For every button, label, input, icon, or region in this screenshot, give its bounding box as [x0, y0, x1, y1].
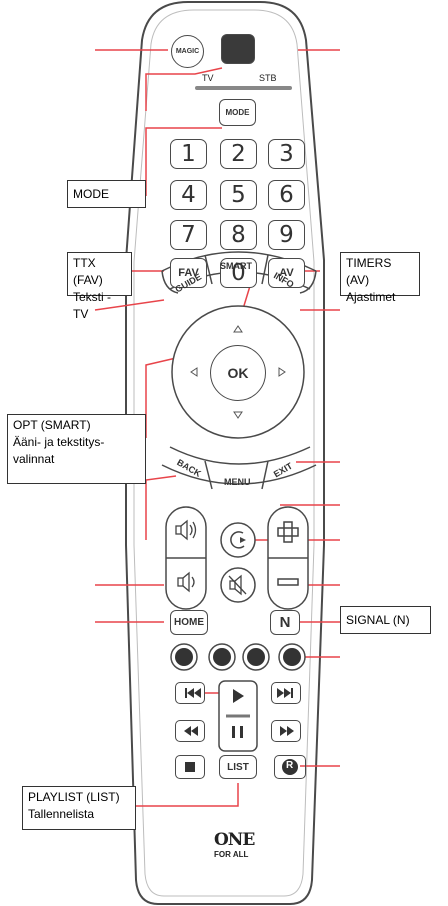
callout-timers-title: TIMERS (AV)	[346, 256, 392, 287]
av-button[interactable]: AV	[268, 258, 305, 288]
play-icon	[233, 689, 244, 703]
skip-back-button[interactable]	[175, 682, 205, 704]
skip-forward-icon	[277, 688, 293, 698]
record-button[interactable]	[274, 755, 306, 779]
stb-label: STB	[259, 73, 277, 83]
callout-timers: TIMERS (AV) Ajastimet	[340, 252, 420, 304]
plus-icon	[277, 521, 299, 543]
dpad-down-icon	[233, 411, 243, 419]
brand-logo-line2: FOR ALL	[214, 850, 249, 859]
digit-2-button[interactable]: 2	[220, 139, 257, 169]
digit-0-button[interactable]: 0	[220, 258, 257, 288]
callout-playlist: PLAYLIST (LIST) Tallennelista	[22, 786, 136, 830]
callout-signal-text: SIGNAL (N)	[346, 613, 410, 627]
callout-opt: OPT (SMART) Ääni- ja tekstitys- valinnat	[7, 414, 146, 484]
volume-up-icon	[175, 519, 197, 541]
yellow-button	[247, 648, 265, 666]
callout-ttx: TTX (FAV) Teksti -TV	[67, 252, 132, 321]
digit-6-button[interactable]: 6	[268, 180, 305, 210]
callout-playlist-title: PLAYLIST (LIST)	[28, 790, 120, 804]
callout-opt-desc2: valinnat	[13, 452, 55, 466]
rewind-button[interactable]	[175, 720, 205, 742]
tv-label: TV	[202, 73, 214, 83]
smart-button[interactable]: SMART	[220, 261, 252, 271]
callout-opt-desc1: Ääni- ja tekstitys-	[13, 435, 105, 449]
stop-icon	[185, 762, 195, 772]
brand-logo-line1: ONE	[214, 830, 255, 850]
home-button[interactable]: HOME	[170, 610, 208, 635]
digit-7-button[interactable]: 7	[170, 220, 207, 250]
dpad-left-icon	[190, 367, 198, 377]
n-button[interactable]: N	[270, 610, 300, 635]
fast-forward-button[interactable]	[271, 720, 301, 742]
magic-button[interactable]: MAGIC	[171, 35, 204, 68]
callout-mode: MODE	[67, 180, 146, 208]
mute-icon	[228, 574, 247, 596]
menu-button[interactable]: MENU	[224, 477, 251, 487]
skip-forward-button[interactable]	[271, 682, 301, 704]
digit-5-button[interactable]: 5	[220, 180, 257, 210]
record-letter: R	[286, 760, 294, 771]
dpad-right-icon	[278, 367, 286, 377]
mode-button[interactable]: MODE	[219, 99, 256, 126]
recall-icon	[230, 531, 245, 549]
tv-button[interactable]	[221, 34, 255, 64]
remote-inner-edge	[133, 9, 315, 897]
rewind-icon	[184, 726, 198, 736]
green-button	[213, 648, 231, 666]
digit-3-button[interactable]: 3	[268, 139, 305, 169]
fast-forward-icon	[280, 726, 294, 736]
callout-signal: SIGNAL (N)	[340, 606, 431, 634]
lower-arc-group	[161, 446, 317, 490]
callout-playlist-desc: Tallennelista	[28, 807, 95, 821]
power-icon	[273, 43, 295, 61]
digit-1-button[interactable]: 1	[170, 139, 207, 169]
color-buttons	[170, 643, 306, 671]
digit-8-button[interactable]: 8	[220, 220, 257, 250]
volume-down-icon	[177, 571, 195, 593]
dpad-up-icon	[233, 325, 243, 333]
stop-button[interactable]	[175, 755, 205, 779]
digit-9-button[interactable]: 9	[268, 220, 305, 250]
last-channel-button	[220, 522, 256, 558]
minus-icon	[277, 578, 299, 586]
digit-4-button[interactable]: 4	[170, 180, 207, 210]
pause-icon	[232, 726, 243, 738]
callout-ttx-title: TTX (FAV)	[73, 256, 103, 287]
callout-ttx-desc: Teksti -TV	[73, 290, 112, 321]
blue-button	[283, 648, 301, 666]
skip-back-icon	[185, 688, 201, 698]
callout-opt-title: OPT (SMART)	[13, 418, 91, 432]
callout-mode-text: MODE	[73, 187, 109, 201]
ok-button[interactable]: OK	[210, 345, 266, 401]
fav-button[interactable]: FAV	[170, 258, 207, 288]
record-icon	[282, 759, 298, 775]
red-button	[175, 648, 193, 666]
callout-timers-desc: Ajastimet	[346, 290, 396, 304]
list-button[interactable]: LIST	[219, 755, 257, 779]
